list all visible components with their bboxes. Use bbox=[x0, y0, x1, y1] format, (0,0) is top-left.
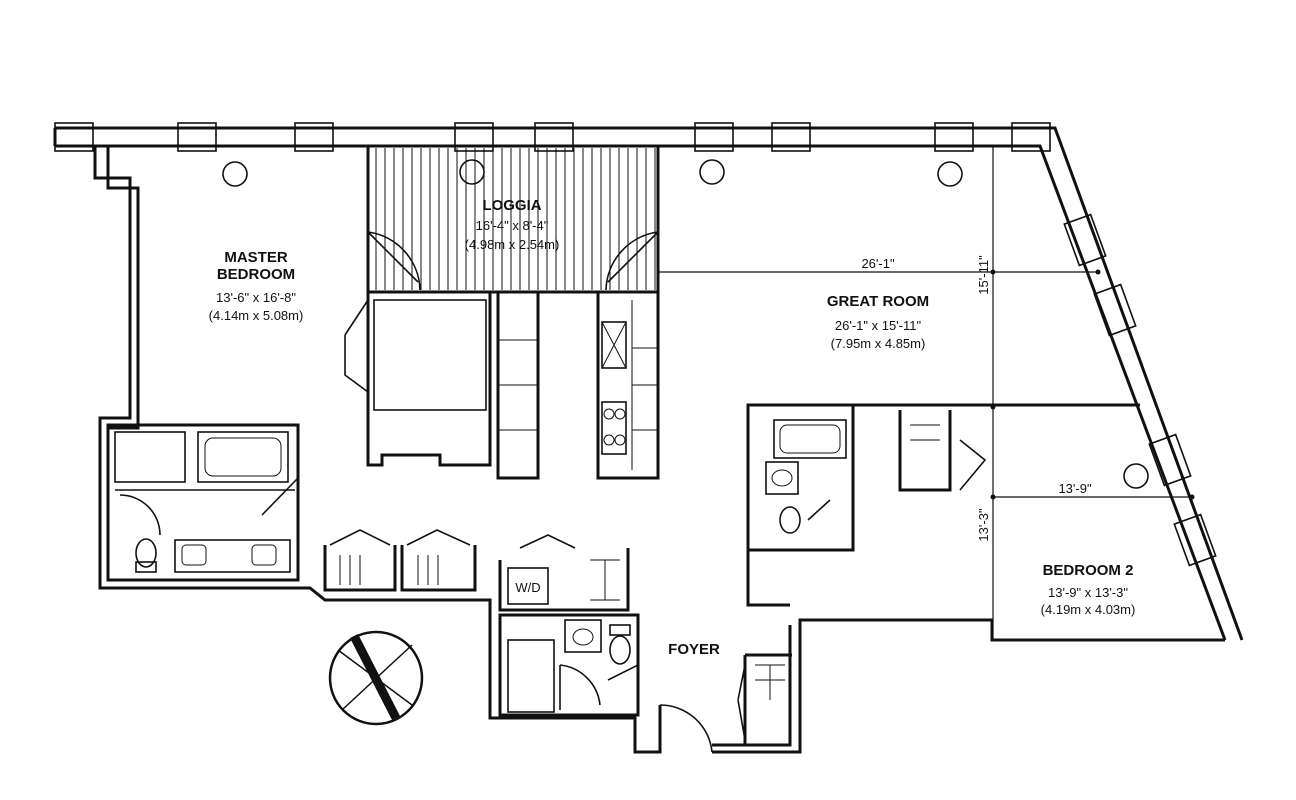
master-bedroom-dims-m: (4.14m x 5.08m) bbox=[209, 308, 304, 323]
loggia-name: LOGGIA bbox=[482, 197, 541, 214]
laundry-label: W/D bbox=[515, 580, 540, 595]
great-room-name: GREAT ROOM bbox=[827, 293, 929, 310]
great-room-dims-ft: 26'-1" x 15'-11" bbox=[835, 318, 922, 333]
room-labels: MASTER BEDROOM 13'-6" x 16'-8" (4.14m x … bbox=[209, 197, 1136, 658]
master-bedroom-dims-ft: 13'-6" x 16'-8" bbox=[216, 290, 296, 305]
master-bedroom-name-1: MASTER bbox=[224, 249, 288, 266]
foyer-name: FOYER bbox=[668, 641, 720, 658]
bedroom-2-name: BEDROOM 2 bbox=[1043, 562, 1134, 579]
bedroom-2-width-dim: 13'-9" bbox=[1058, 481, 1092, 496]
bedroom-2-dims-m: (4.19m x 4.03m) bbox=[1041, 602, 1136, 617]
interior-walls bbox=[106, 292, 1140, 753]
columns bbox=[222, 159, 1149, 489]
great-room-dims-m: (7.95m x 4.85m) bbox=[831, 336, 926, 351]
north-arrow-icon bbox=[328, 630, 424, 726]
loggia-dims-ft: 16'-4" x 8'-4" bbox=[476, 218, 549, 233]
window-row bbox=[54, 122, 1217, 567]
bedroom-2-depth-dim: 13'-3" bbox=[976, 508, 991, 542]
great-room-width-dim: 26'-1" bbox=[861, 256, 895, 271]
dimension-lines bbox=[658, 146, 1195, 640]
great-room-depth-dim: 15'-11" bbox=[976, 255, 991, 295]
loggia-area bbox=[366, 144, 660, 294]
exterior-walls bbox=[53, 126, 1244, 754]
loggia-dims-m: (4.98m x 2.54m) bbox=[465, 237, 560, 252]
bedroom-2-dims-ft: 13'-9" x 13'-3" bbox=[1048, 585, 1128, 600]
master-bedroom-name-2: BEDROOM bbox=[217, 266, 295, 283]
